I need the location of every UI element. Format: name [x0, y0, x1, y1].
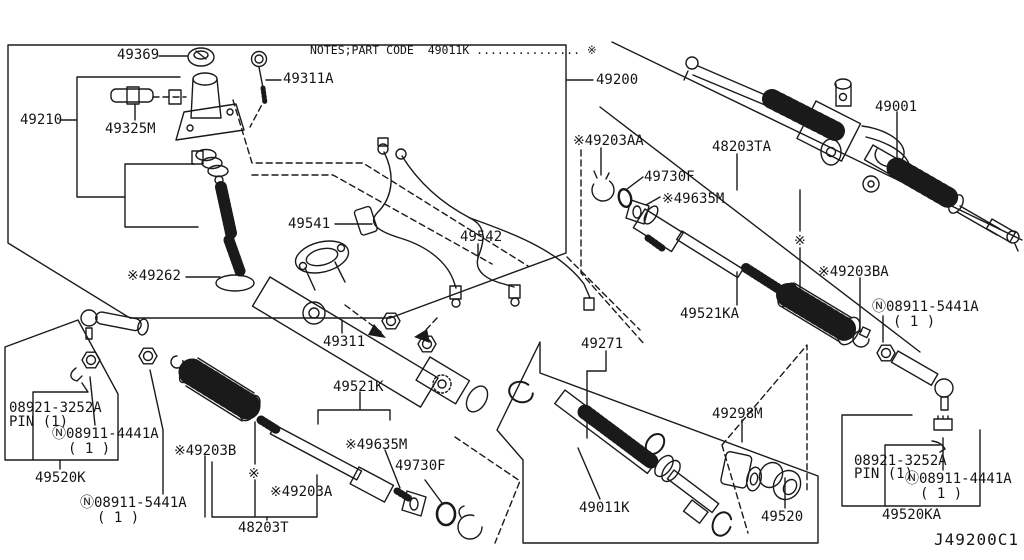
part-o-ring-49730f-top [617, 187, 633, 209]
tie-rod-end-box-left [4, 319, 119, 461]
part-label-49001: 49001 [875, 99, 918, 115]
part-dust-cap-49369 [187, 47, 215, 67]
part-label-49542: 49542 [460, 229, 503, 245]
part-label-08911-4441a-left-qty: ( 1 ) [68, 441, 111, 457]
part-label-49203b: ※49203B [174, 443, 237, 459]
part-label-48203t: 48203T [238, 520, 289, 536]
part-label-49298m: 49298M [712, 406, 763, 422]
part-label-49369: 49369 [117, 47, 160, 63]
part-label-pin-left: PIN (1) [9, 414, 69, 430]
part-label-08911-5441a-right: Ⓝ08911-5441A [872, 299, 979, 315]
part-label-49521ka: 49521KA [680, 306, 740, 322]
part-boot-49203ba [776, 282, 871, 348]
part-label-08911-5441a-left-qty: ( 1 ) [97, 510, 140, 526]
part-label-49203ba: ※49203BA [818, 264, 889, 280]
part-bushing-49298m [720, 451, 762, 492]
part-inner-socket-49521k [256, 415, 414, 503]
part-assembly-49001 [683, 56, 1020, 252]
part-label-08911-5441a-right-qty: ( 1 ) [893, 314, 936, 330]
part-snap-ring [508, 380, 534, 404]
part-label-08921-3252a-left: 08921-3252A [9, 400, 102, 416]
part-bolt-49311a [250, 50, 268, 106]
part-label-49210: 49210 [20, 112, 63, 128]
part-label-49541: 49541 [288, 216, 331, 232]
part-label-08911-4441a-right-qty: ( 1 ) [920, 486, 963, 502]
part-tube-49541 [353, 137, 462, 308]
part-clamp-49203aa [591, 170, 615, 202]
part-label-08911-5441a-left: Ⓝ08911-5441A [80, 495, 187, 511]
part-gear-housing-49311 [251, 240, 489, 413]
part-label-pin-right: PIN (1) [854, 466, 914, 482]
part-rack-shaft-49271 [554, 389, 733, 537]
part-torsion-bar [214, 175, 237, 239]
tie-rod-end-box-right [841, 414, 981, 507]
diagram-id: J49200C1 [934, 530, 1020, 549]
part-tie-rod-end-49520ka [890, 350, 954, 453]
part-pinion-49262 [215, 234, 255, 292]
part-label-49311: 49311 [323, 334, 366, 350]
part-seal-ring-set [191, 148, 229, 178]
part-label-49730f-top: 49730F [644, 169, 695, 185]
part-washer-49635m-top [625, 199, 650, 225]
part-label-49203a: ※49203A [270, 484, 333, 500]
part-washer-49635m-bottom [401, 490, 427, 517]
part-label-asterisk-btm: ※ [248, 466, 260, 482]
notes-part-code: NOTES;PART CODE 49011K ............... ※ [310, 43, 597, 57]
part-label-08911-4441a-right: Ⓝ08911-4441A [905, 471, 1012, 487]
part-insulator-49520 [758, 461, 802, 501]
part-label-49635m-btm: ※49635M [345, 437, 408, 453]
part-label-49311a: 49311A [283, 71, 334, 87]
part-label-49635m-top: ※49635M [662, 191, 725, 207]
part-label-49271: 49271 [581, 336, 624, 352]
part-tie-rod-end-49520k [70, 309, 157, 382]
part-label-asterisk-right: ※ [794, 233, 806, 249]
part-inner-socket-49521ka [632, 205, 787, 296]
part-label-49262: ※49262 [127, 268, 181, 284]
part-label-49520k: 49520K [35, 470, 86, 486]
part-clamp-49203a [457, 505, 483, 540]
part-label-49730f-btm: 49730F [395, 458, 446, 474]
part-nut-08911-5441a-right [877, 345, 895, 361]
part-label-49200: 49200 [596, 72, 639, 88]
part-label-49011k: 49011K [579, 500, 630, 516]
part-valve-spool-49325m [110, 86, 154, 105]
part-tube-49542 [395, 148, 595, 311]
part-label-49520ka: 49520KA [882, 507, 942, 523]
part-label-49203aa: ※49203AA [573, 133, 644, 149]
part-label-48203ta: 48203TA [712, 139, 772, 155]
part-label-49325m: 49325M [105, 121, 156, 137]
part-boot-49203b [170, 355, 261, 422]
main-assembly-box [7, 44, 567, 319]
part-label-08911-4441a-left: Ⓝ08911-4441A [52, 426, 159, 442]
part-valve-housing [168, 72, 245, 141]
part-label-08921-3252a-right: 08921-3252A [854, 453, 947, 469]
part-label-49520: 49520 [761, 509, 804, 525]
part-o-ring-49730f-bottom [435, 501, 457, 527]
part-label-49521k: 49521K [333, 379, 384, 395]
leader-lines [59, 41, 1023, 521]
